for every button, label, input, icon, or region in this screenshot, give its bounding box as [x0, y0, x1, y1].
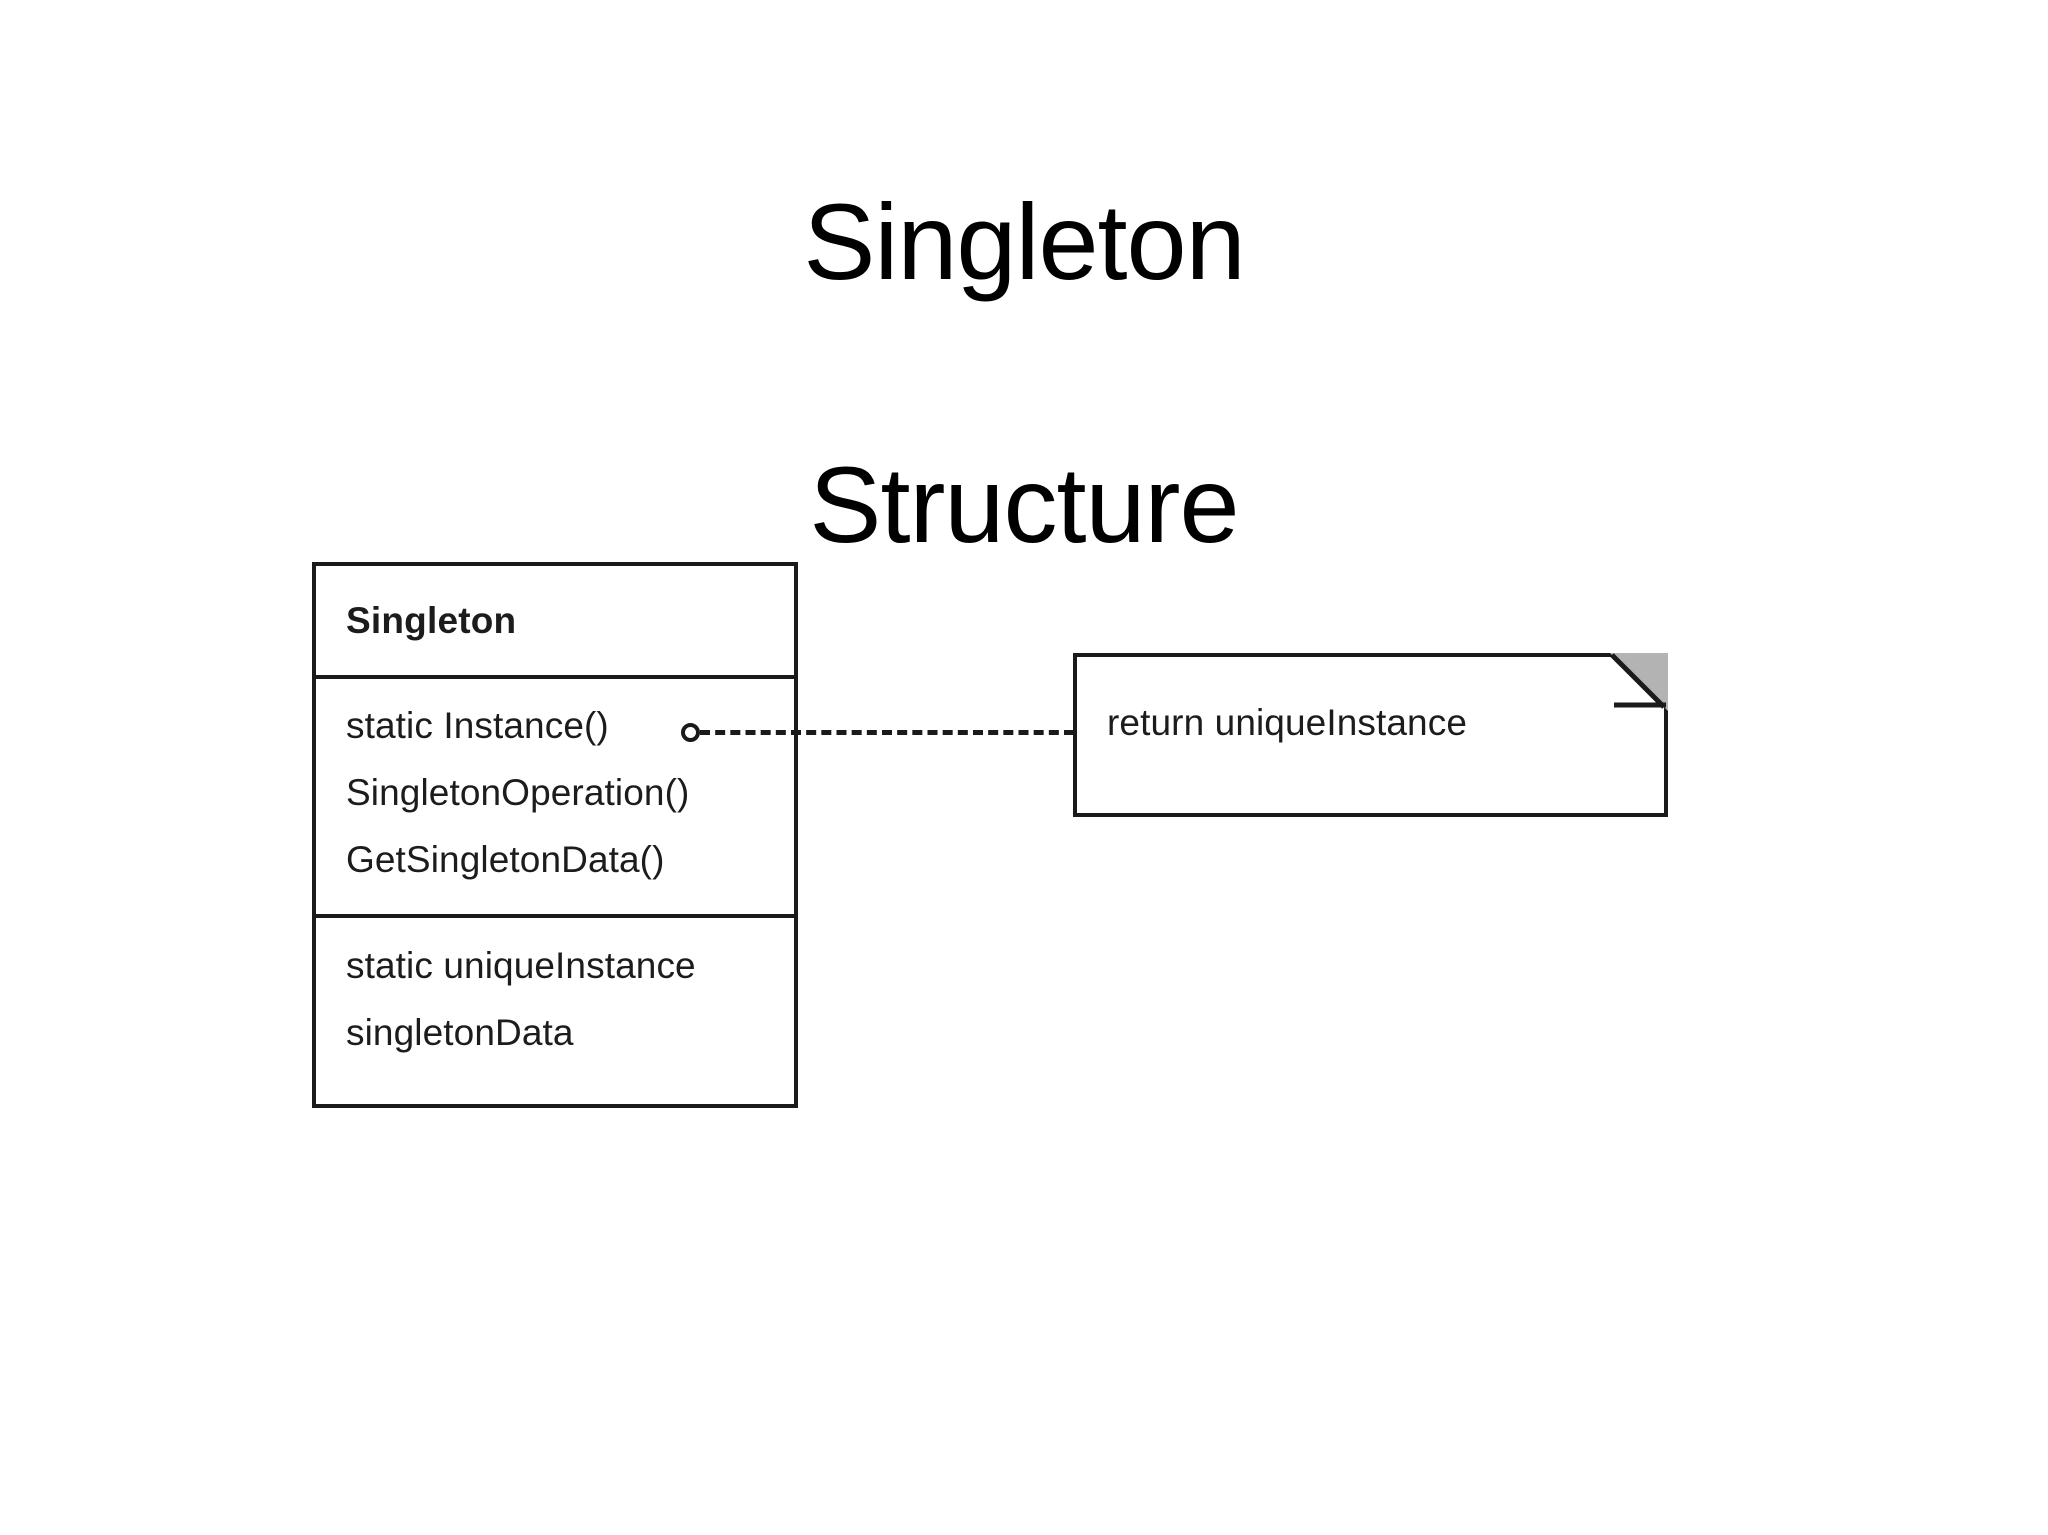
attribute-item: static uniqueInstance — [346, 945, 696, 986]
class-name-label: Singleton — [346, 600, 517, 641]
note-connector-dashed-line — [700, 730, 1074, 735]
operation-item: static Instance() — [346, 705, 609, 746]
page-title: Singleton Structure — [0, 44, 2048, 703]
uml-note-box[interactable]: return uniqueInstance — [1073, 653, 1668, 817]
operation-item: GetSingletonData() — [346, 839, 665, 880]
class-operations-compartment: static Instance() SingletonOperation() G… — [316, 675, 794, 914]
page-title-line-2: Structure — [809, 444, 1239, 566]
page-title-line-1: Singleton — [803, 180, 1245, 302]
class-attributes-compartment: static uniqueInstance singletonData — [316, 914, 794, 1104]
note-folded-corner-icon — [1610, 653, 1668, 711]
note-anchor-circle-icon — [681, 723, 700, 742]
operation-item: SingletonOperation() — [346, 772, 690, 813]
attribute-item: singletonData — [346, 1012, 574, 1053]
uml-class-box-singleton[interactable]: Singleton static Instance() SingletonOpe… — [312, 562, 798, 1108]
class-name-compartment: Singleton — [316, 566, 794, 675]
note-text-label: return uniqueInstance — [1107, 702, 1468, 743]
